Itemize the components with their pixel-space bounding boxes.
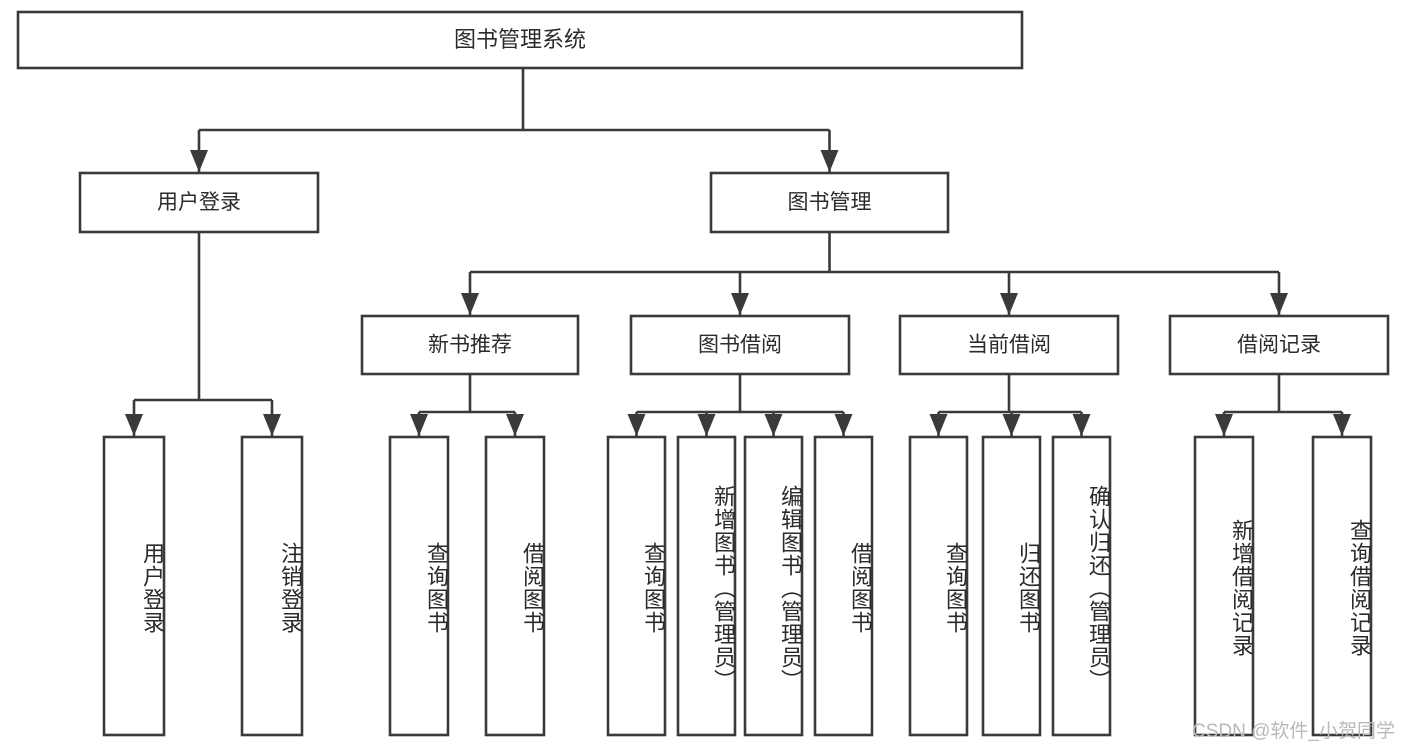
arrow-head-icon-leaf-3 <box>506 414 524 436</box>
level2-label-1: 图书借阅 <box>698 334 782 357</box>
root-label-0: 图书管理系统 <box>454 27 586 52</box>
arrow-head-icon-leaf-0 <box>125 414 143 436</box>
leaf-box-7[interactable] <box>813 435 874 737</box>
level1-label-1: 图书管理 <box>788 191 872 214</box>
level2-box-1[interactable] <box>629 314 851 376</box>
arrow-head-icon-level2-2 <box>1000 293 1018 315</box>
leaf-box-4[interactable] <box>606 435 667 737</box>
leaf-box-2[interactable] <box>388 435 450 737</box>
level2-label-3: 借阅记录 <box>1237 334 1321 357</box>
level1-box-1[interactable] <box>709 171 950 234</box>
level2-box-3[interactable] <box>1168 314 1390 376</box>
leaf-box-10[interactable] <box>1051 435 1112 737</box>
leaf-box-11[interactable] <box>1193 435 1255 737</box>
arrow-head-icon-leaf-1 <box>263 414 281 436</box>
node-boxes <box>16 10 1390 737</box>
arrow-head-icon-leaf-5 <box>697 414 716 436</box>
arrow-head-icon-leaf-2 <box>410 414 428 436</box>
arrow-head-icon-level1-0 <box>190 150 208 172</box>
arrow-head-icon-leaf-9 <box>1002 414 1021 436</box>
arrow-head-icon-leaf-12 <box>1333 414 1351 436</box>
arrow-head-icon-leaf-8 <box>929 414 948 436</box>
root-box-0[interactable] <box>16 10 1024 70</box>
leaf-box-5[interactable] <box>676 435 737 737</box>
leaf-box-9[interactable] <box>981 435 1042 737</box>
arrow-head-icon-level1-1 <box>820 150 839 172</box>
level2-box-0[interactable] <box>360 314 580 376</box>
leaf-box-3[interactable] <box>484 435 546 737</box>
level1-box-0[interactable] <box>78 171 320 234</box>
arrow-head-icon-level2-1 <box>731 293 749 315</box>
arrow-head-icon-level2-3 <box>1270 293 1288 315</box>
arrow-head-icon-leaf-6 <box>764 414 783 436</box>
level2-box-2[interactable] <box>898 314 1120 376</box>
leaf-box-12[interactable] <box>1311 435 1373 737</box>
level2-label-0: 新书推荐 <box>428 334 512 357</box>
arrow-head-icon-leaf-7 <box>834 414 853 436</box>
leaf-box-6[interactable] <box>743 435 804 737</box>
arrow-head-icon-leaf-10 <box>1072 414 1091 436</box>
level1-label-0: 用户登录 <box>157 191 241 214</box>
arrow-head-icon-leaf-4 <box>627 414 646 436</box>
leaf-box-1[interactable] <box>240 435 304 737</box>
leaf-box-0[interactable] <box>102 435 166 737</box>
arrow-head-icon-level2-0 <box>461 293 479 315</box>
arrow-head-icon-leaf-11 <box>1215 414 1233 436</box>
leaf-box-8[interactable] <box>908 435 969 737</box>
watermark-text: CSDN @软件_小贺同学 <box>1192 721 1395 742</box>
level2-label-2: 当前借阅 <box>967 334 1051 357</box>
connector-lines <box>125 68 1351 436</box>
